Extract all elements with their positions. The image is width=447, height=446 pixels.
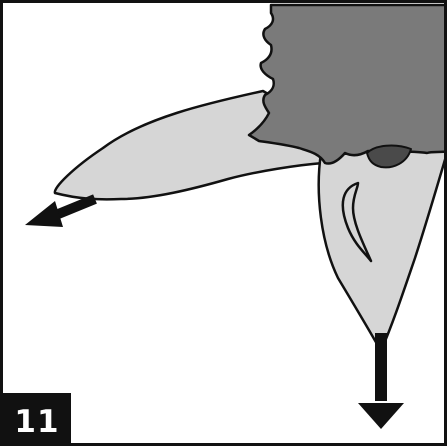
folded-mass [249, 5, 447, 164]
fold-illustration [3, 3, 447, 446]
step-number: 11 [14, 404, 59, 440]
step-number-badge: 11 [3, 393, 71, 446]
arrow-down-left-icon [25, 199, 95, 227]
hanging-flap [319, 149, 447, 351]
arrow-down-icon [358, 333, 404, 429]
